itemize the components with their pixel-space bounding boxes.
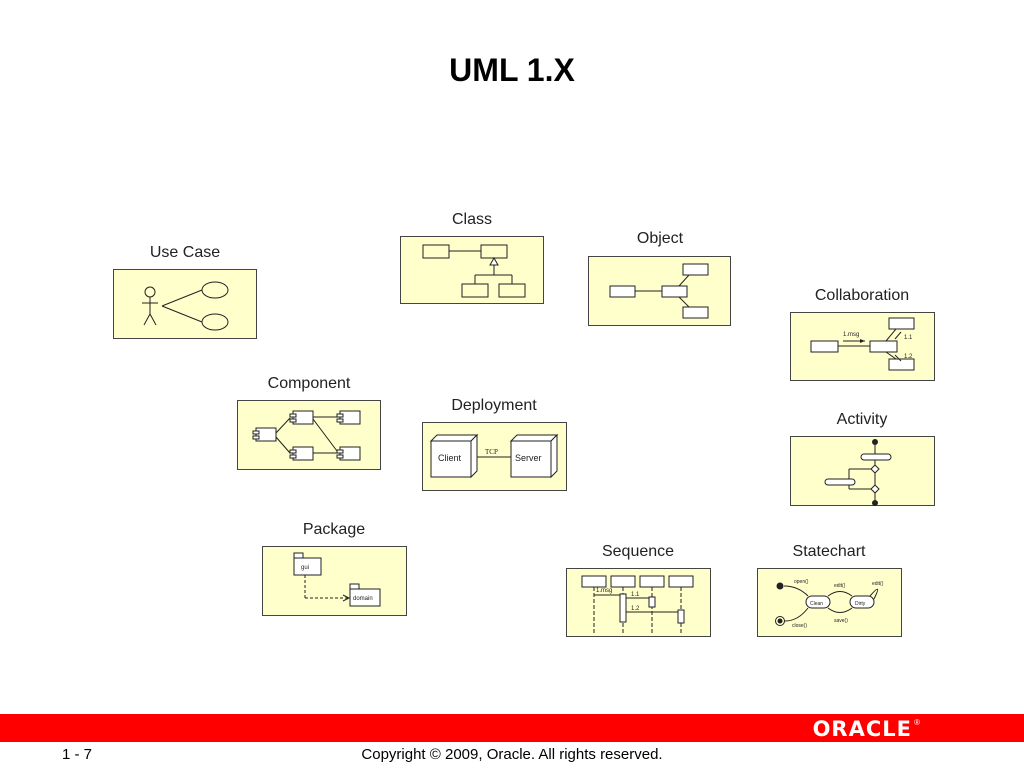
deployment-label: Deployment [451, 397, 537, 414]
activity-label: Activity [836, 411, 888, 428]
deployment-link: TCP [485, 448, 498, 456]
statechart-state-dirty: Dirty [855, 601, 866, 607]
package-diagram: gui domain [262, 546, 407, 616]
object-drawing [609, 263, 709, 319]
deployment-server: Server [515, 453, 542, 463]
class-diagram [400, 236, 544, 304]
oracle-logo-trademark: ® [914, 718, 920, 727]
collaboration-diagram: 1.msg 1.1 1.2 [790, 312, 935, 381]
use-case-label: Use Case [149, 244, 221, 261]
class-drawing [422, 244, 526, 298]
package-drawing: gui domain [293, 552, 381, 607]
activity-diagram [790, 436, 935, 506]
sequence-m2: 1.2 [631, 606, 640, 612]
collaboration-m1: 1.1 [904, 335, 913, 341]
package-domain: domain [353, 596, 373, 602]
use-case-drawing [142, 281, 229, 331]
deployment-client: Client [438, 453, 462, 463]
statechart-drawing: open() edit() edit() save() close() Clea… [775, 579, 884, 629]
package-label: Package [302, 521, 366, 538]
collaboration-label: Collaboration [814, 287, 910, 304]
sequence-m1: 1.1 [631, 592, 640, 598]
sequence-diagram: 1.msg 1.1 1.2 [566, 568, 711, 637]
statechart-diagram: open() edit() edit() save() close() Clea… [757, 568, 902, 637]
slide-title: UML 1.X [449, 52, 575, 88]
component-drawing [252, 410, 361, 461]
component-diagram [237, 400, 381, 470]
page-number: 1 - 7 [62, 746, 93, 763]
statechart-edit2: edit() [872, 581, 884, 587]
activity-drawing [824, 439, 892, 506]
class-label: Class [451, 211, 492, 228]
collaboration-drawing: 1.msg 1.1 1.2 [810, 317, 915, 371]
statechart-close: close() [792, 623, 807, 629]
sequence-label: Sequence [601, 543, 675, 560]
deployment-diagram: Client Server TCP [422, 422, 567, 491]
copyright-text: Copyright © 2009, Oracle. All rights res… [361, 746, 663, 763]
oracle-logo: ORACLE [812, 717, 912, 741]
object-label: Object [636, 230, 684, 247]
collaboration-m2: 1.2 [904, 354, 913, 360]
component-label: Component [267, 375, 351, 392]
statechart-save: save() [834, 618, 848, 624]
statechart-open: open() [794, 579, 809, 585]
object-diagram [588, 256, 731, 326]
use-case-diagram [113, 269, 257, 339]
deployment-drawing: Client Server TCP [429, 433, 559, 479]
collaboration-msg: 1.msg [843, 332, 859, 338]
statechart-state-clean: Clean [810, 601, 823, 607]
package-gui: gui [301, 565, 309, 571]
footer-bar: ORACLE ® [0, 714, 1024, 742]
statechart-label: Statechart [792, 543, 866, 560]
statechart-edit1: edit() [834, 583, 846, 589]
sequence-drawing: 1.msg 1.1 1.2 [581, 575, 694, 635]
sequence-msg: 1.msg [596, 588, 612, 594]
